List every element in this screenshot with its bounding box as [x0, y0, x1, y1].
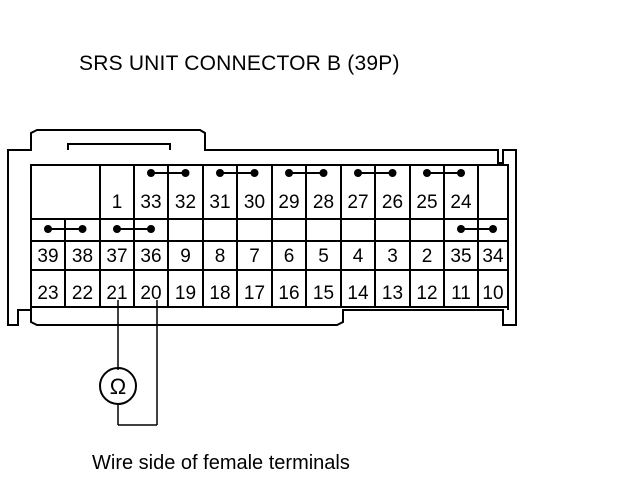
pin-label: 6 — [284, 246, 295, 267]
shorting-bar-dot — [147, 169, 155, 177]
pin-label: 15 — [313, 283, 334, 304]
terminal-grid: 3923382213721333620329193181830717296162… — [30, 164, 509, 308]
pin-label: 4 — [353, 246, 364, 267]
shorting-bar-dot — [44, 225, 52, 233]
pin-label: 34 — [482, 246, 504, 267]
pin-label: 31 — [209, 192, 230, 213]
pin-label: 29 — [278, 192, 299, 213]
shorting-bar-dot — [354, 169, 362, 177]
pin-label: 36 — [140, 246, 161, 267]
shorting-bar-dot — [250, 169, 259, 177]
pin-label: 16 — [278, 283, 299, 304]
pin-label: 13 — [382, 283, 403, 304]
pin-label: 8 — [215, 246, 226, 267]
terminal-cell — [477, 164, 509, 220]
test-leads — [99, 300, 158, 426]
spacer-cell — [202, 218, 238, 242]
terminal-cell — [477, 269, 509, 308]
pin-label: 20 — [140, 283, 161, 304]
pin-label: 17 — [244, 283, 265, 304]
shorting-bar-31-30 — [216, 169, 259, 177]
pin-label: 9 — [180, 246, 191, 267]
shorting-bar-33-32 — [147, 169, 190, 177]
diagram-title: SRS UNIT CONNECTOR B (39P) — [79, 52, 400, 75]
shorting-bar-dot — [489, 225, 497, 233]
shorting-bar-dot — [285, 169, 293, 177]
spacer-cell — [374, 218, 411, 242]
shorting-bar-dot — [113, 225, 121, 233]
pin-label: 33 — [140, 192, 161, 213]
pin-label: 26 — [382, 192, 403, 213]
pin-label: 3 — [387, 246, 398, 267]
spacer-cell — [167, 218, 204, 242]
pin-label: 14 — [347, 283, 369, 304]
shorting-bar-dot — [216, 169, 224, 177]
shorting-bar-29-28 — [285, 169, 328, 177]
pin-label: 11 — [451, 283, 471, 304]
pin-label: 39 — [37, 246, 58, 267]
spacer-cell — [236, 218, 273, 242]
pin-label: 35 — [450, 246, 471, 267]
shorting-bar-dot — [457, 225, 465, 233]
shorting-bar-dot — [78, 225, 87, 233]
blank-cavity — [30, 164, 101, 220]
pin-label: 24 — [450, 192, 472, 213]
spacer-cell — [305, 218, 342, 242]
pin-label: 1 — [112, 192, 123, 213]
shorting-bar-39-38 — [44, 225, 87, 233]
pin-label: 38 — [72, 246, 93, 267]
spacer-cell — [271, 218, 307, 242]
pin-label: 23 — [37, 283, 58, 304]
pin-label: 30 — [244, 192, 265, 213]
pin-label: 28 — [313, 192, 334, 213]
pin-label: 10 — [482, 283, 503, 304]
pin-label: 21 — [106, 283, 127, 304]
pin-label: 18 — [209, 283, 230, 304]
spacer-cell — [340, 218, 376, 242]
shorting-bar-dot — [181, 169, 190, 177]
shorting-bar-dot — [319, 169, 328, 177]
pin-label: 5 — [318, 246, 329, 267]
shorting-bar-dot — [388, 169, 397, 177]
pin-label: 12 — [416, 283, 437, 304]
pin-label: 27 — [347, 192, 368, 213]
pin-label: 37 — [106, 246, 127, 267]
ohm-symbol: Ω — [110, 374, 126, 399]
pin-label: 25 — [416, 192, 437, 213]
shorting-bar-37-36 — [113, 225, 155, 233]
shorting-bar-27-26 — [354, 169, 397, 177]
shorting-bar-dot — [423, 169, 431, 177]
shorting-bar-35-34 — [457, 225, 497, 233]
shorting-bars — [44, 169, 497, 233]
shorting-bar-25-24 — [423, 169, 465, 177]
pin-label: 32 — [175, 192, 196, 213]
shorting-bar-dot — [457, 169, 465, 177]
spacer-cell — [409, 218, 445, 242]
ohmmeter-icon — [99, 367, 137, 405]
pin-label: 22 — [72, 283, 93, 304]
pin-label: 19 — [175, 283, 196, 304]
caption: Wire side of female terminals — [92, 452, 350, 474]
pin-label: 2 — [422, 246, 433, 267]
shorting-bar-dot — [147, 225, 155, 233]
pin-label: 7 — [249, 246, 260, 267]
